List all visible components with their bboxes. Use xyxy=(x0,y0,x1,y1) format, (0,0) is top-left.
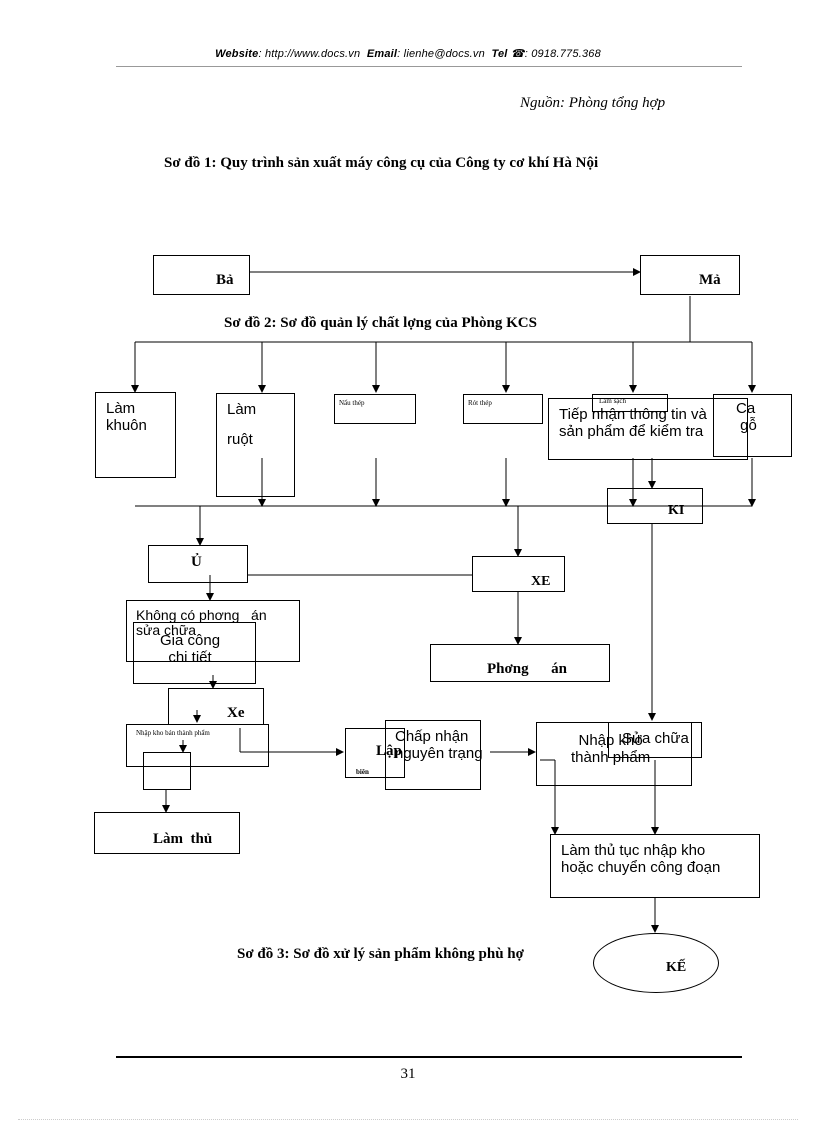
box-xe-2: Xe xyxy=(168,688,264,725)
box-xe-1-label: XE xyxy=(531,574,551,589)
box-gia-cong-label: Gia công chi tiết xyxy=(160,632,221,666)
page-bottom-edge xyxy=(18,1119,798,1120)
box-khong-co-phuong-an: Không có phơng án sửa chữa xyxy=(126,600,300,662)
box-tiep-nhan-label: Tiếp nhận thông tin và sản phẩm để kiểm … xyxy=(559,406,707,440)
box-nau-thep: Nấu thép xyxy=(334,394,416,424)
box-bien-label: biên xyxy=(356,768,369,776)
box-ca-go-label: Ca gỗ xyxy=(736,400,757,434)
box-u-label: Ủ xyxy=(191,554,202,570)
box-lam-khuon-label: Làm khuôn xyxy=(106,400,147,434)
box-phuong-an: Phơng án xyxy=(430,644,610,682)
box-u: Ủ xyxy=(148,545,248,583)
box-kiem-tra-label: KI xyxy=(668,503,685,518)
box-lam-sach: Làm sạch xyxy=(592,394,668,412)
box-ban-ve-label: Bả xyxy=(216,272,234,288)
ellipse-ket-thuc-label: KẾ xyxy=(666,960,687,975)
page-number: 31 xyxy=(400,1066,416,1082)
title-so-do-3: Sơ đồ 3: Sơ đồ xử lý sản phẩm không phù … xyxy=(237,946,524,962)
source-note: Nguồn: Phòng tổng hợp xyxy=(520,95,666,111)
box-lam-ruot: Làm ruột xyxy=(216,393,295,497)
box-chap-nhan-label: Chấp nhận nguyên trạng xyxy=(395,728,483,762)
box-lam-ruot-label-1: Làm xyxy=(227,401,257,418)
box-ban-ve: Bả xyxy=(153,255,250,295)
tel-value: : 0918.775.368 xyxy=(524,48,601,60)
box-lam-sach-label: Làm sạch xyxy=(599,397,627,405)
box-lam-thu-tuc-1: Làm thủ xyxy=(94,812,240,854)
page-header: Website: http://www.docs.vn Email: lienh… xyxy=(0,47,816,60)
box-lam-khuon: Làm khuôn xyxy=(95,392,176,478)
box-lam-thu-tuc-label: Làm thủ tục nhập kho hoặc chuyển công đo… xyxy=(561,842,721,876)
box-nhap-kho-thanh-pham: Nhập kho thành phẩm xyxy=(536,722,692,786)
title-so-do-1: Sơ đồ 1: Quy trình sản xuất máy công cụ … xyxy=(164,155,599,171)
box-sua-chua-label: Sửa chữa xyxy=(622,730,689,747)
box-rot-thep-label: Rót thép xyxy=(468,399,492,407)
website-value: : http://www.docs.vn xyxy=(258,48,361,60)
website-label: Website xyxy=(215,48,259,60)
box-lam-thu-tuc: Làm thủ tục nhập kho hoặc chuyển công đo… xyxy=(550,834,760,898)
box-khong-co-phuong-an-label: Không có phơng án sửa chữa xyxy=(136,607,267,639)
ellipse-ket-thuc: KẾ xyxy=(593,933,719,993)
box-lam-ruot-label-2: ruột xyxy=(227,431,253,448)
box-phuong-an-label: Phơng án xyxy=(487,661,567,677)
box-lap-bien-ban: Lập biên xyxy=(345,728,405,778)
title-so-do-2: Sơ đồ 2: Sơ đồ quản lý chất lợng của Phò… xyxy=(224,315,537,331)
box-tiep-nhan: Tiếp nhận thông tin và sản phẩm để kiểm … xyxy=(548,398,748,460)
phone-icon: ☎ xyxy=(510,48,525,60)
box-gia-cong: Gia công chi tiết xyxy=(133,622,256,684)
box-ca-go: Ca gỗ xyxy=(713,394,792,457)
tel-label: Tel xyxy=(491,48,508,60)
footer-rule xyxy=(116,1056,742,1058)
box-nhap-kho-thanh-pham-label: Nhập kho thành phẩm xyxy=(571,732,651,766)
box-chap-nhan: Chấp nhận nguyên trạng xyxy=(385,720,483,790)
box-lap-label: Lập xyxy=(376,743,402,759)
box-nhap-kho-ban: Nhập kho bán thành phẩm xyxy=(126,724,269,767)
header-rule xyxy=(116,66,742,67)
box-mau: Mả xyxy=(640,255,740,295)
box-nhap-kho-ban-label: Nhập kho bán thành phẩm xyxy=(136,729,210,737)
email-value: : lienhe@docs.vn xyxy=(397,48,485,60)
email-label: Email xyxy=(366,48,398,60)
box-lam-thu-tuc-1-label: Làm thủ xyxy=(153,831,213,847)
box-xe-2-label: Xe xyxy=(227,705,245,721)
box-mau-label: Mả xyxy=(699,272,721,288)
box-xe-1: XE xyxy=(472,556,565,592)
box-rot-thep: Rót thép xyxy=(463,394,543,424)
box-nau-thep-label: Nấu thép xyxy=(339,399,365,407)
box-kiem-tra: KI xyxy=(607,488,703,524)
box-nhap-kho-ban-inner xyxy=(143,752,191,790)
